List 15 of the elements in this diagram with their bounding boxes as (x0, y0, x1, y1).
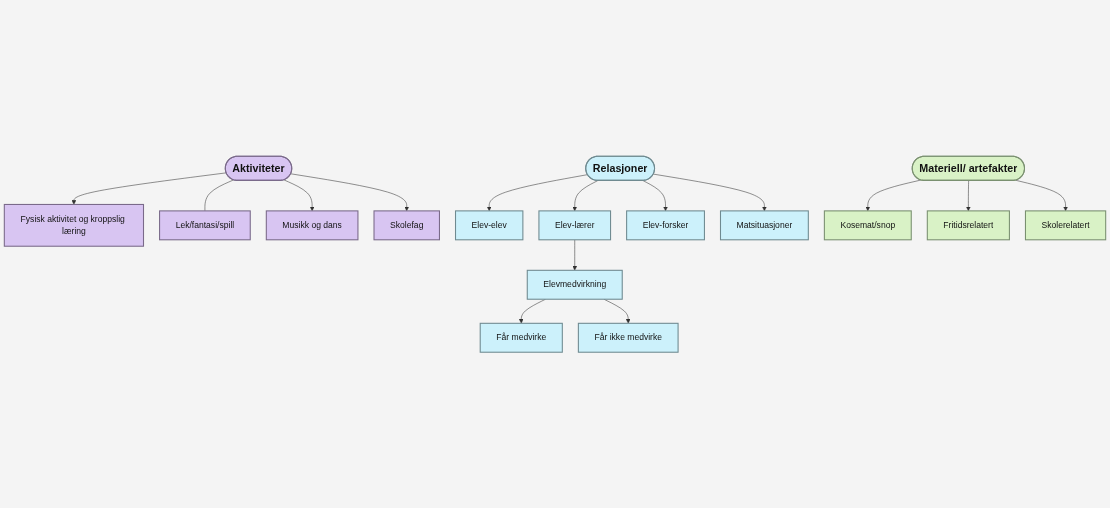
node-box: Skolerelatert (1024, 210, 1107, 241)
node-box: Elev-forsker (626, 210, 705, 241)
node-box: Får medvirke (479, 322, 563, 353)
node-box: Elevmedvirkning (526, 269, 623, 300)
connector (204, 179, 234, 211)
node-box: Skolefag (373, 210, 440, 241)
node-box: Musikk og dans (265, 210, 359, 241)
node-box: Elev-elev (455, 210, 524, 241)
node-box: Får ikke medvirke (577, 322, 679, 353)
node-box: Kosemat/snop (823, 210, 912, 241)
node-box: Matsituasjoner (719, 210, 809, 241)
node-box: Fysisk aktivitet og kroppslig læring (3, 203, 145, 247)
node-box: Elev-lærer (538, 210, 612, 241)
node-box: Lek/fantasi/spill (159, 210, 251, 241)
node-box: Fritidsrelatert (926, 210, 1010, 241)
